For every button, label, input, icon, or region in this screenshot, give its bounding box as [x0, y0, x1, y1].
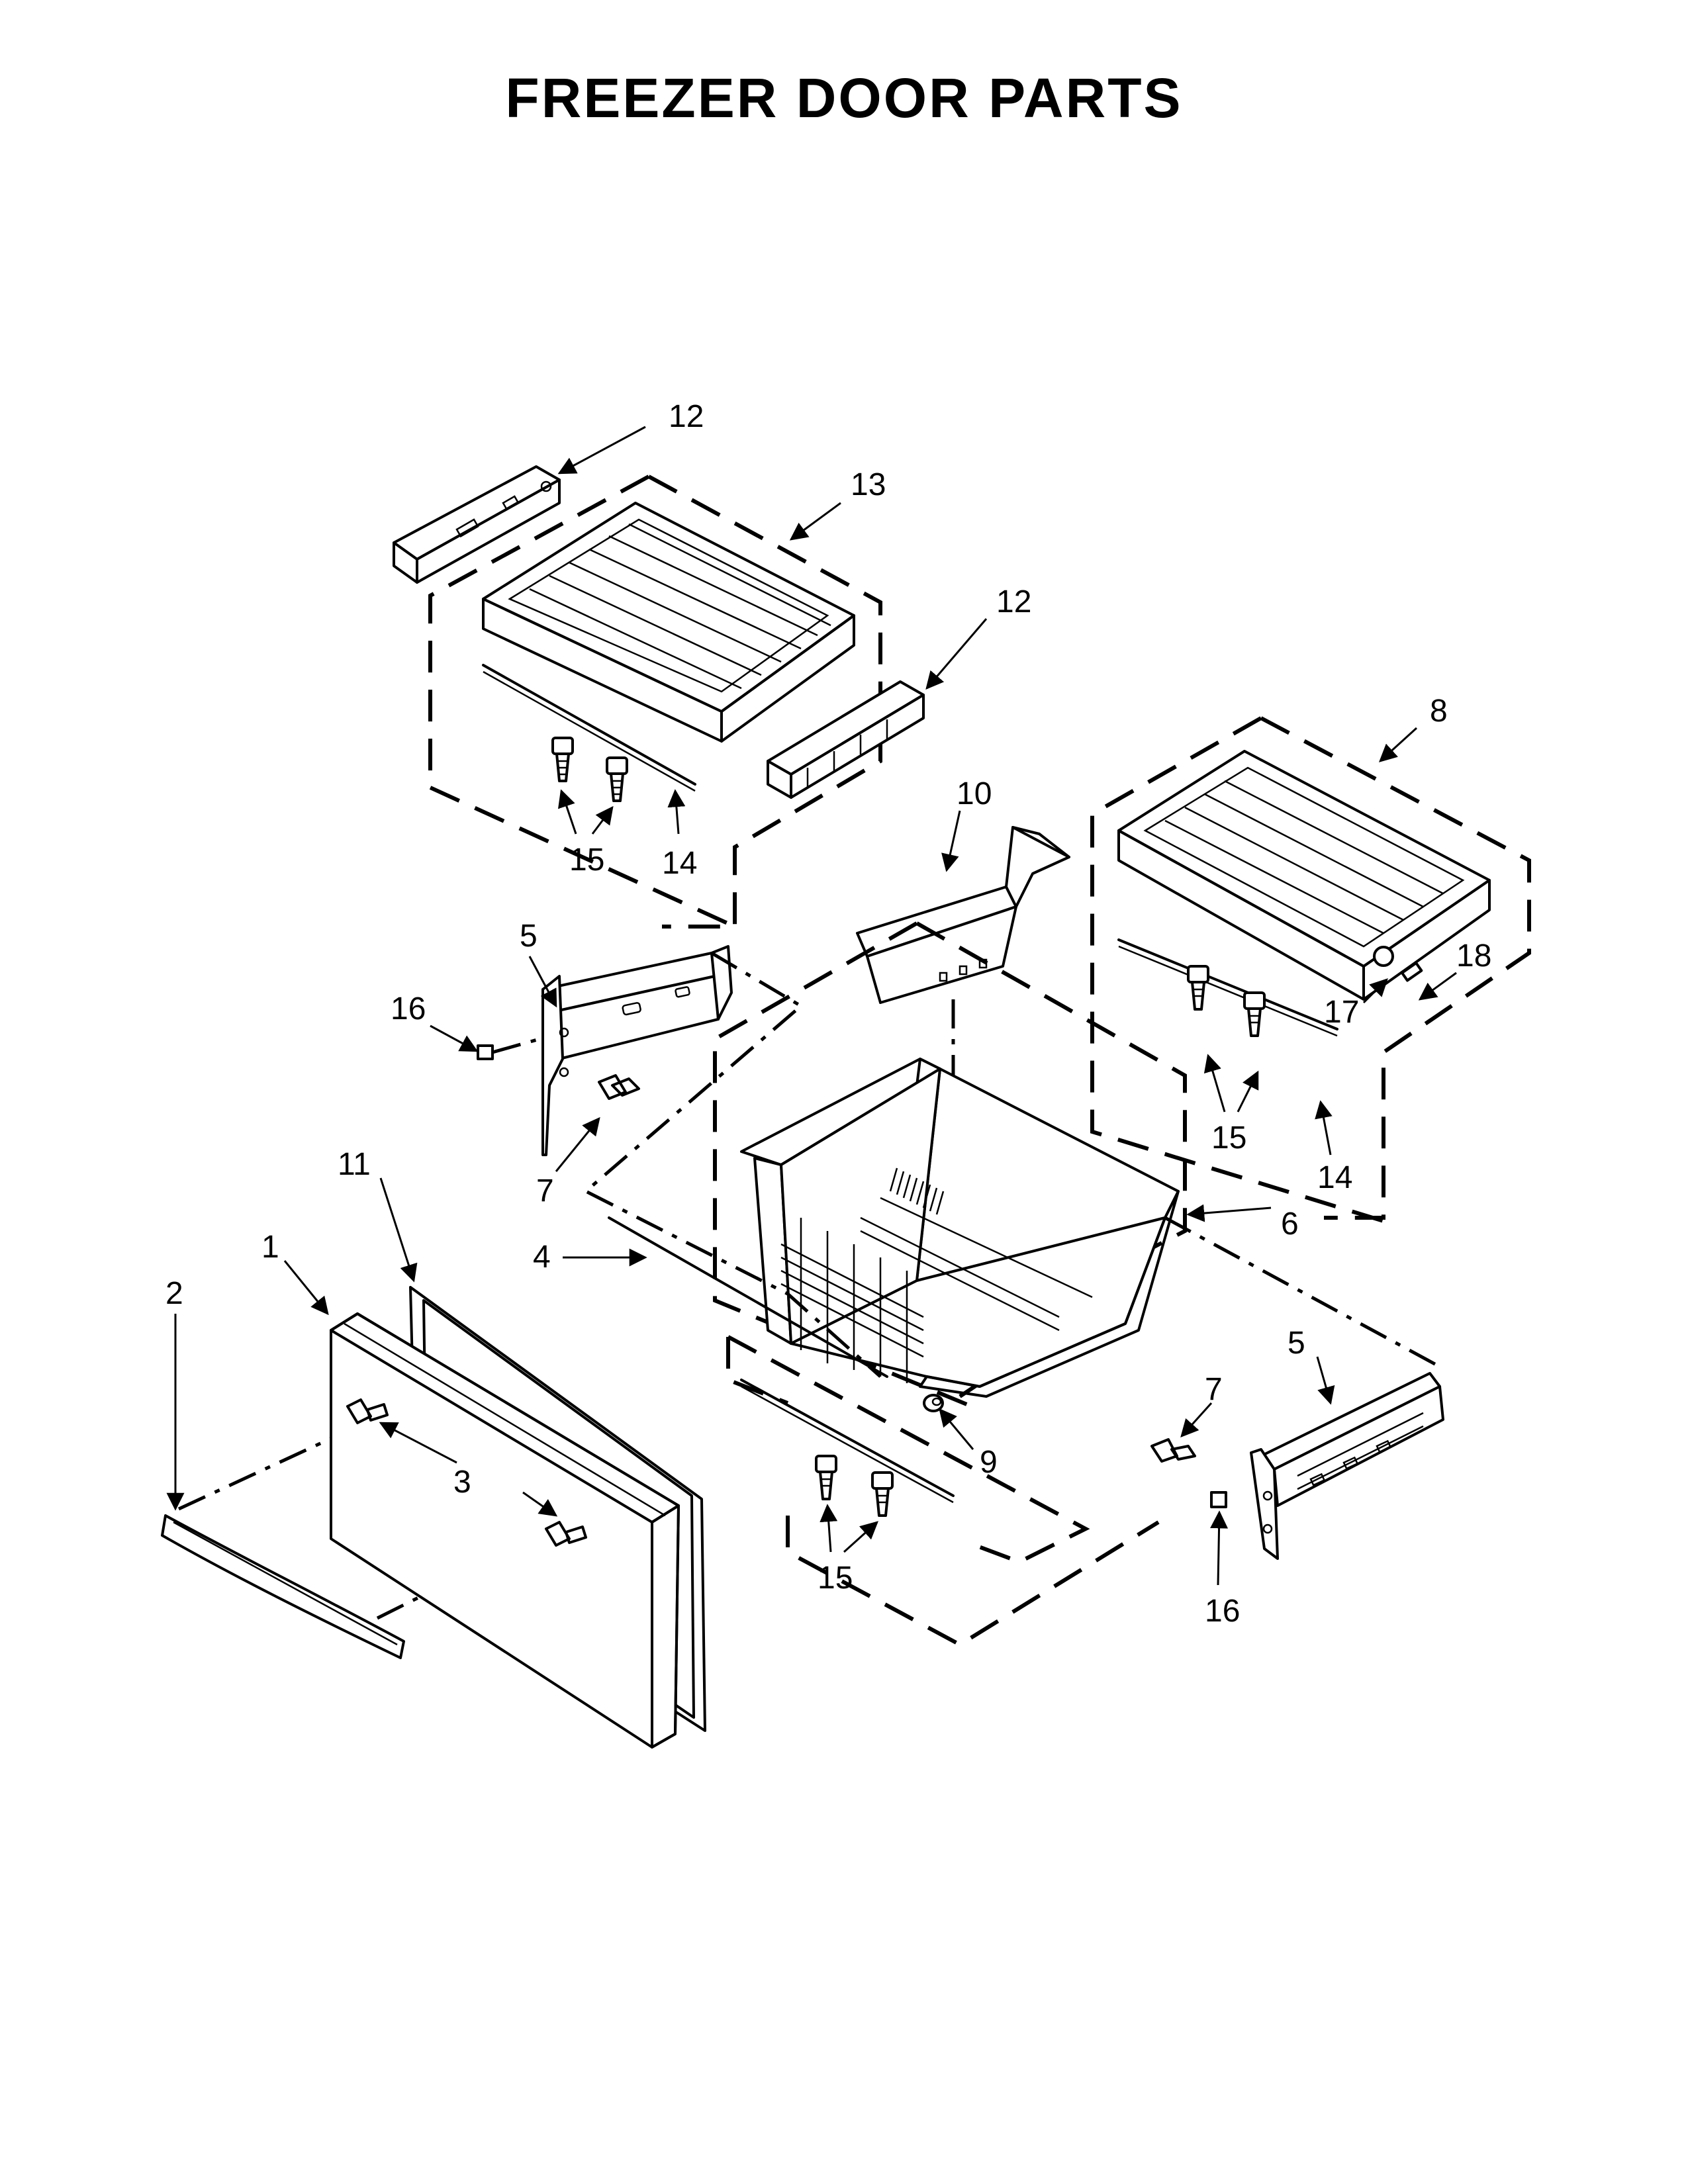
callout-11: 11: [338, 1147, 371, 1182]
upper-rail-left: [393, 465, 561, 584]
callout-10: 10: [957, 776, 992, 811]
callout-7-left: 7: [536, 1173, 554, 1208]
callout-8: 8: [1430, 694, 1448, 729]
right-clip: [1210, 1491, 1227, 1508]
callout-5-right: 5: [1288, 1326, 1305, 1361]
upper-screw-b: [606, 756, 628, 802]
lower-screw-a: [815, 1455, 837, 1500]
left-rail-screw: [598, 1074, 640, 1100]
callout-9: 9: [980, 1445, 998, 1480]
callout-16-left: 16: [391, 991, 426, 1026]
callout-12-top: 12: [669, 399, 704, 434]
right-glide-strip: [1117, 938, 1338, 1037]
lower-glide-strip-long: [608, 1216, 888, 1378]
right-rail-screw: [1150, 1438, 1196, 1463]
callout-1: 1: [261, 1230, 279, 1265]
bin-vent: [889, 1167, 945, 1215]
upper-rail-right: [767, 680, 925, 799]
callout-18: 18: [1456, 938, 1491, 974]
upper-basket: [482, 502, 855, 743]
upper-screw-a: [551, 737, 574, 782]
callout-17: 17: [1324, 995, 1359, 1030]
upper-basket-group: [393, 465, 925, 929]
door-handle: [161, 1514, 405, 1659]
callout-6: 6: [1281, 1206, 1299, 1242]
callout-15-right: 15: [1211, 1120, 1246, 1156]
page-title: FREEZER DOOR PARTS: [505, 67, 1183, 129]
right-slide-rail: [1150, 1372, 1444, 1560]
freezer-bin-group: [608, 921, 1187, 1412]
right-basket-group: [1090, 716, 1531, 1223]
handle-screw-b: [545, 1521, 587, 1547]
lower-glide-group: [726, 1335, 1160, 1647]
callout-7-right: 7: [1205, 1372, 1223, 1407]
callout-12-right: 12: [996, 584, 1031, 619]
callout-13: 13: [851, 467, 886, 502]
left-slide-rail: [477, 945, 733, 1156]
callout-4: 4: [533, 1240, 551, 1275]
callout-14-upper: 14: [662, 846, 697, 881]
callout-15-lower: 15: [818, 1561, 853, 1596]
callout-14-right: 14: [1317, 1160, 1352, 1195]
upper-glide-strip: [482, 664, 696, 792]
right-basket-stop: [1373, 946, 1423, 982]
callout-16-right: 16: [1205, 1594, 1240, 1629]
freezer-door: [330, 1286, 706, 1749]
callout-3: 3: [453, 1465, 471, 1500]
bin-stop: [923, 1394, 944, 1412]
freezer-bin: [740, 1058, 1180, 1398]
callout-15-upper: 15: [569, 842, 604, 878]
right-screw-a: [1187, 965, 1209, 1011]
callout-labels: 12 13 12 15 14 8 10 5 16 7 18 17 15 14 6…: [165, 399, 1491, 1629]
lower-screw-b: [871, 1471, 894, 1517]
leader-lines: [166, 426, 1457, 1586]
right-screw-b: [1243, 991, 1266, 1037]
left-clip: [477, 1044, 494, 1060]
callout-2: 2: [165, 1276, 183, 1311]
callout-5-left: 5: [520, 919, 538, 954]
handle-screw-a: [346, 1398, 389, 1424]
right-basket: [1117, 750, 1491, 1001]
